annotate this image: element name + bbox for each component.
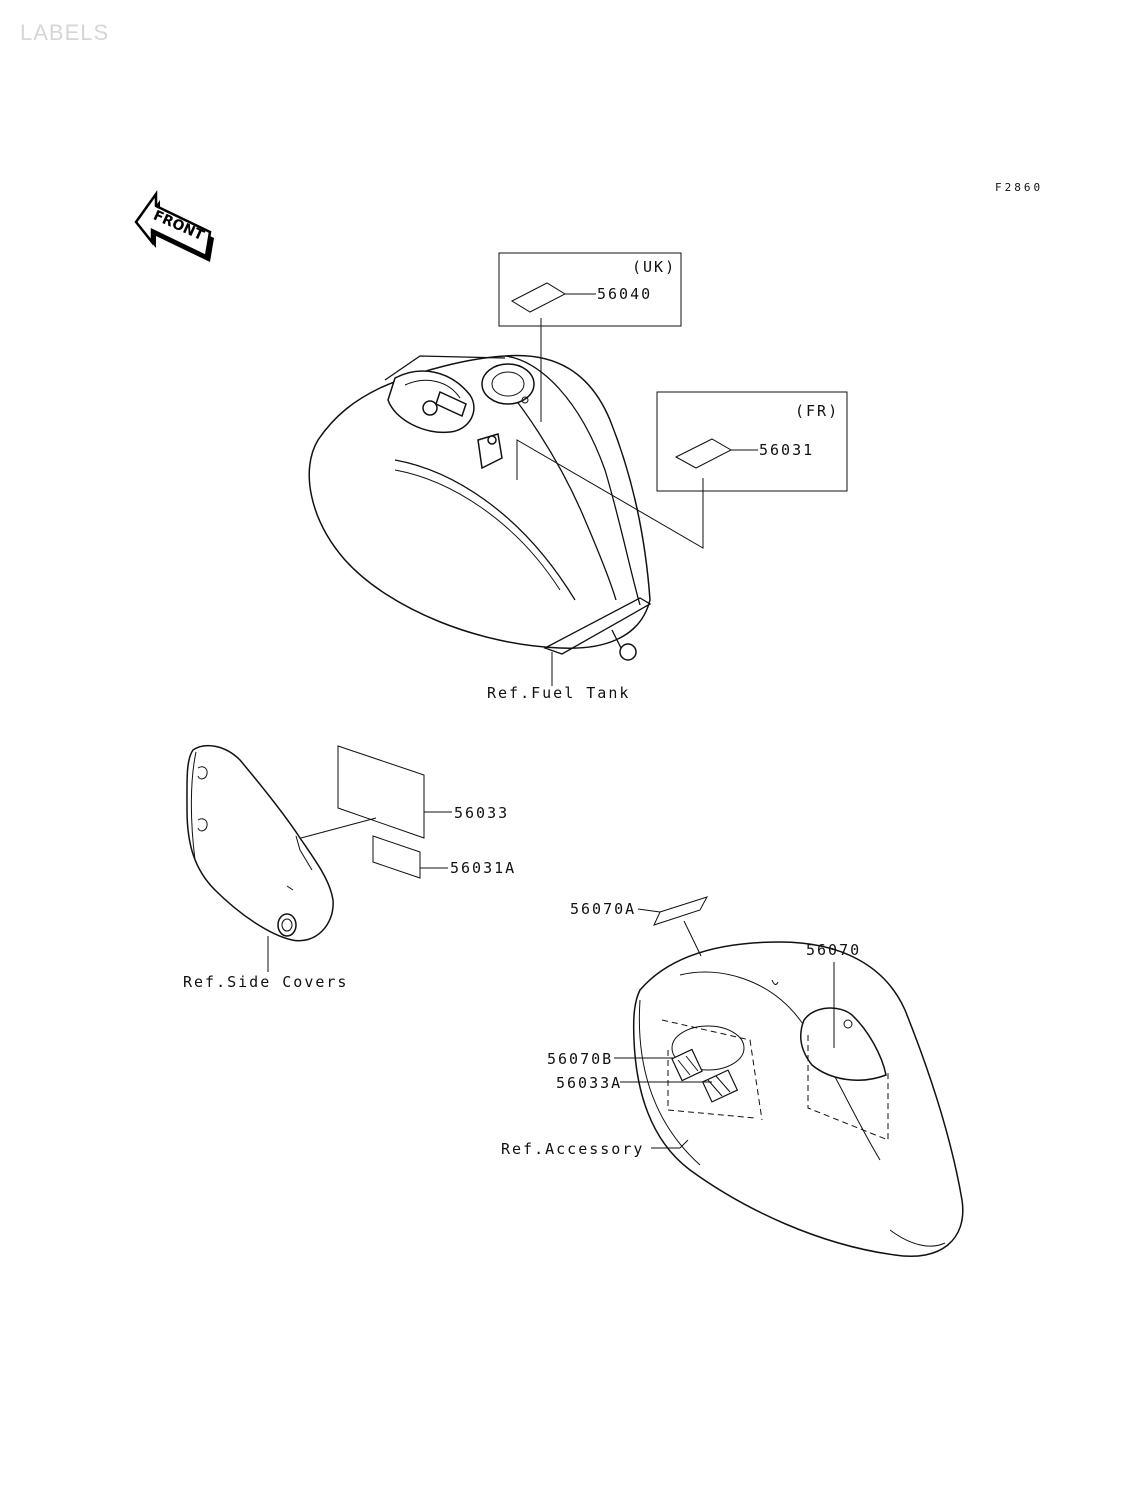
figure-code: F2860 (995, 181, 1043, 194)
part-number-56031A: 56031A (450, 859, 516, 877)
accessory-saddlebag-drawing (632, 941, 964, 1257)
fuel-tank-drawing (308, 354, 652, 661)
part-number-56031: 56031 (759, 441, 814, 459)
uk-region-label: (UK) (632, 258, 676, 276)
ref-side-covers-label: Ref.Side Covers (183, 973, 348, 991)
front-direction-icon: FRONT (134, 190, 214, 262)
watermark-text: LABELS (20, 20, 109, 45)
uk-label-box: (UK) 56040 (498, 252, 682, 422)
part-number-56070B: 56070B (547, 1050, 613, 1068)
side-cover-drawing (186, 744, 334, 942)
ref-accessory-label: Ref.Accessory (501, 1140, 644, 1158)
part-number-56070: 56070 (806, 941, 861, 959)
fr-label-box: (FR) 56031 (516, 391, 848, 549)
part-number-56033A: 56033A (556, 1074, 622, 1092)
part-number-56070A: 56070A (570, 900, 636, 918)
fr-region-label: (FR) (795, 402, 839, 420)
part-number-56040: 56040 (597, 285, 652, 303)
part-number-56033: 56033 (454, 804, 509, 822)
ref-fuel-tank-label: Ref.Fuel Tank (487, 684, 630, 702)
